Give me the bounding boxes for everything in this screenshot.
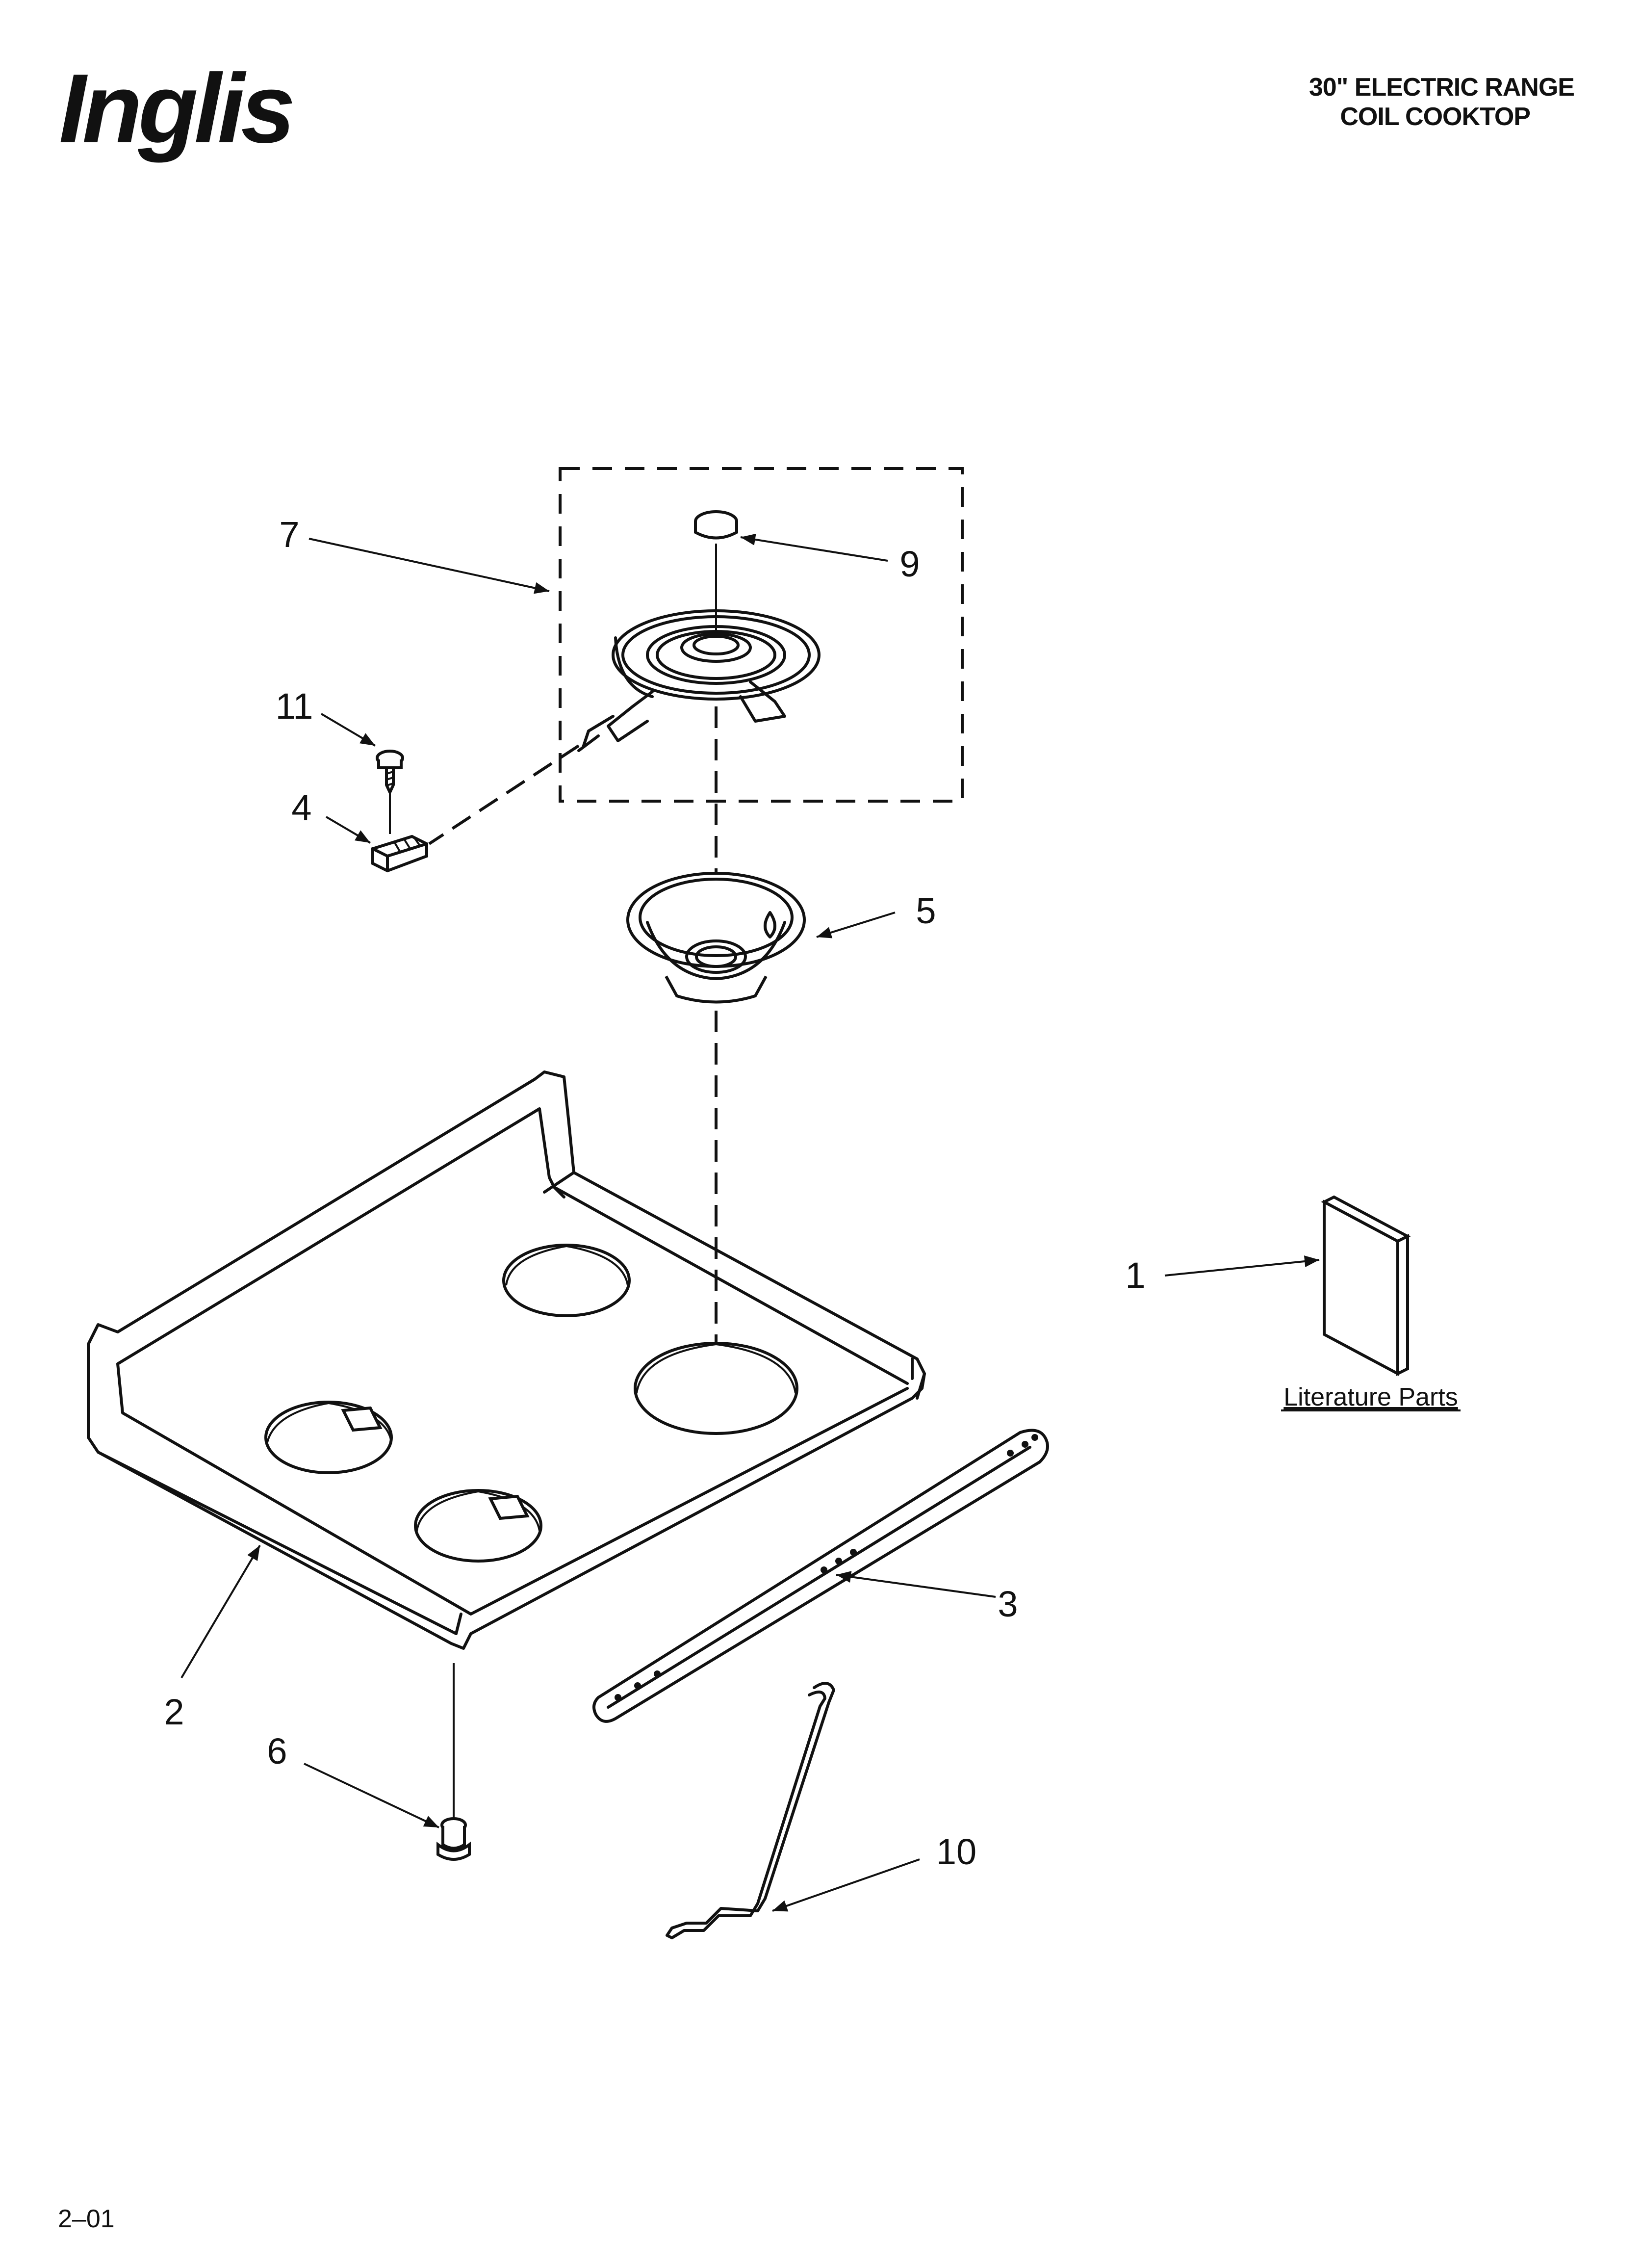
part-11-screw bbox=[376, 750, 404, 794]
part-4-terminal-block bbox=[371, 834, 428, 873]
leader-4 bbox=[325, 816, 371, 844]
part-2-cooktop bbox=[87, 1070, 926, 1650]
leader-10 bbox=[772, 1858, 920, 1912]
part-10-rod bbox=[666, 1682, 835, 1939]
callout-3: 3 bbox=[998, 1584, 1018, 1624]
brand-logo: Inglis bbox=[59, 54, 292, 163]
leader-11 bbox=[320, 713, 376, 747]
callout-4: 4 bbox=[291, 787, 311, 828]
part-9-cap bbox=[694, 510, 738, 540]
callout-10: 10 bbox=[936, 1831, 976, 1872]
header-title-line2: COIL COOKTOP bbox=[1340, 103, 1530, 131]
callout-5: 5 bbox=[916, 890, 936, 931]
callout-6: 6 bbox=[267, 1731, 287, 1772]
callout-7: 7 bbox=[279, 514, 299, 555]
leader-7 bbox=[308, 538, 550, 594]
part-6-screw bbox=[436, 1817, 471, 1861]
callout-1: 1 bbox=[1125, 1255, 1145, 1296]
literature-parts-label: Literature Parts bbox=[1283, 1383, 1458, 1411]
header-title-line1: 30" ELECTRIC RANGE bbox=[1309, 73, 1574, 102]
part-3-bracket bbox=[592, 1429, 1049, 1723]
leader-1 bbox=[1164, 1255, 1320, 1277]
leader-5 bbox=[816, 912, 896, 938]
leader-3 bbox=[836, 1571, 996, 1598]
part-5-drip-bowl bbox=[626, 872, 806, 1004]
footer-revision: 2–01 bbox=[58, 2205, 115, 2233]
part-7-coil-element bbox=[577, 609, 821, 752]
part-1-literature bbox=[1321, 1195, 1411, 1376]
leader-9 bbox=[740, 533, 888, 562]
leader-2 bbox=[180, 1544, 261, 1679]
leader-6 bbox=[304, 1763, 439, 1828]
callout-11: 11 bbox=[276, 686, 313, 727]
callout-2: 2 bbox=[164, 1692, 184, 1732]
callout-9: 9 bbox=[899, 544, 920, 584]
terminal-dashed-line bbox=[428, 744, 580, 845]
element-assembly-box bbox=[559, 467, 964, 803]
